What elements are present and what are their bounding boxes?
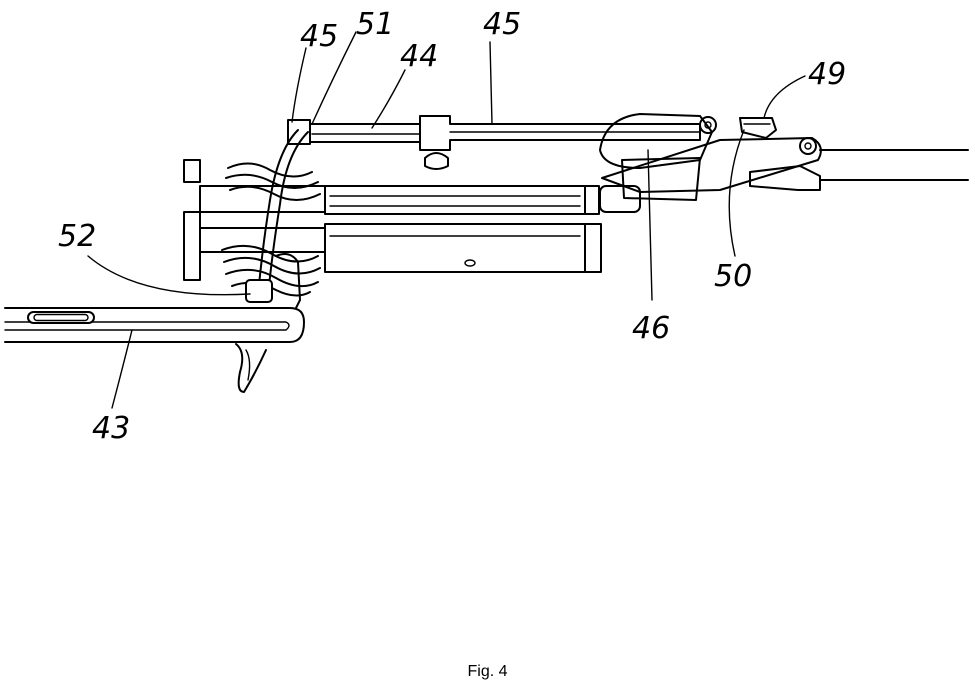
leader-44 <box>371 69 406 129</box>
ref-43: 43 <box>92 411 130 446</box>
leader-45-left <box>291 47 307 123</box>
leader-51 <box>311 31 357 125</box>
ref-49: 49 <box>808 57 846 92</box>
ref-45-right: 45 <box>483 7 521 42</box>
leader-43 <box>111 329 133 409</box>
ref-52: 52 <box>58 219 96 254</box>
clamp-jaws <box>599 113 969 213</box>
figure-caption: Fig. 4 <box>467 663 508 680</box>
leader-50 <box>728 129 745 257</box>
leader-46 <box>647 149 653 301</box>
leader-lines <box>87 31 806 409</box>
leader-49 <box>763 75 806 119</box>
ref-44: 44 <box>400 39 438 74</box>
lever-43 <box>4 307 305 343</box>
leader-52 <box>87 255 251 296</box>
reference-numerals: 43 44 45 45 46 49 50 51 52 <box>58 7 846 446</box>
cable-51 <box>245 129 309 309</box>
ref-50: 50 <box>714 259 752 294</box>
ref-46: 46 <box>632 311 670 346</box>
housing <box>183 159 602 281</box>
ref-45-left: 45 <box>300 19 338 54</box>
leader-45-right <box>489 41 493 125</box>
ref-51: 51 <box>356 7 394 42</box>
upper-link <box>287 115 717 170</box>
